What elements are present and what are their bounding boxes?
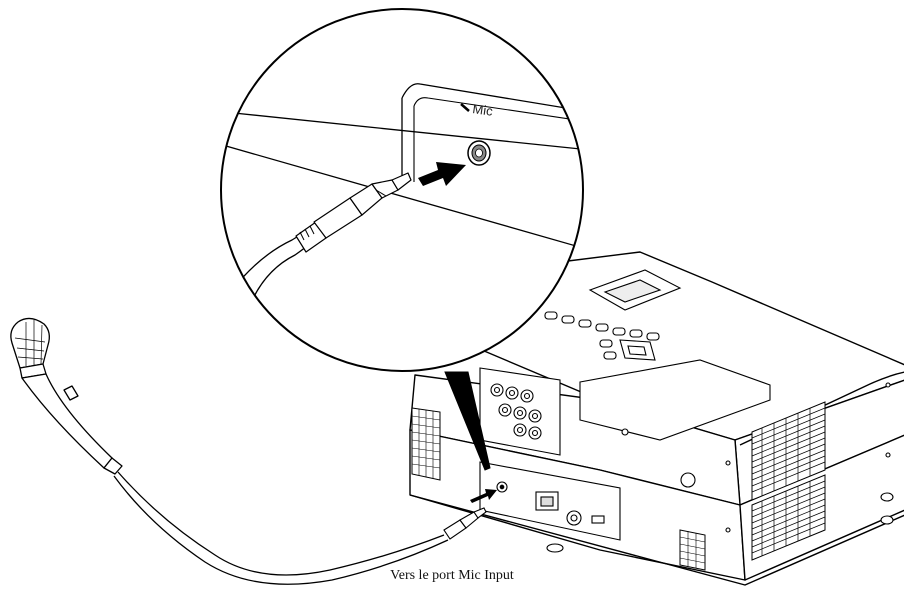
microphone [10,317,123,475]
panel-button [595,323,609,332]
zoom-mic-label: Mic [472,101,495,119]
recess-frame [401,83,583,113]
panel-button [578,319,592,328]
insert-arrow [418,162,466,186]
screw [885,382,891,388]
projector-top-surface [469,251,904,441]
screw [885,452,891,458]
projector-control-panel [544,269,891,533]
panel-button [599,339,613,348]
front-indicator [680,472,696,488]
usb-port [591,515,605,524]
projector-base-edge [409,494,904,586]
zoom-plug [295,172,412,253]
recess-frame-inner [413,97,583,123]
front-port-panel [479,461,621,541]
projector-edge-line [739,371,904,446]
microphone-cable [113,475,449,585]
panel-button [646,332,660,341]
zoom-callout-wedge [444,371,491,471]
mic-symbol-icon [460,103,470,112]
screw [725,527,731,533]
cover-screw [621,428,629,436]
lamp-cover [579,359,771,441]
microphone-head [10,317,50,369]
panel-button [612,327,626,336]
panel-button [603,351,617,360]
zoom-circle: Mic [220,8,584,372]
panel-button [629,329,643,338]
vent-grille [751,401,826,561]
microphone-tail [103,457,123,475]
insert-arrow-small [470,489,497,503]
panel-button [544,311,558,320]
panel-edge [221,139,583,251]
microphone-cable [117,471,445,576]
av-input-panel [479,367,561,456]
speaker-grille-left [411,407,441,481]
dpad-center [627,345,647,356]
speaker-grille-right [679,529,706,571]
panel-button [561,315,575,324]
projector-feet [546,492,894,553]
caption: Vers le port Mic Input [390,568,514,583]
mic-port-hole [499,484,505,490]
microphone-switch [63,385,79,401]
screw [725,460,731,466]
disc-slot-inner [603,279,662,303]
panel-edge [221,109,583,151]
microphone-plug [443,507,487,540]
